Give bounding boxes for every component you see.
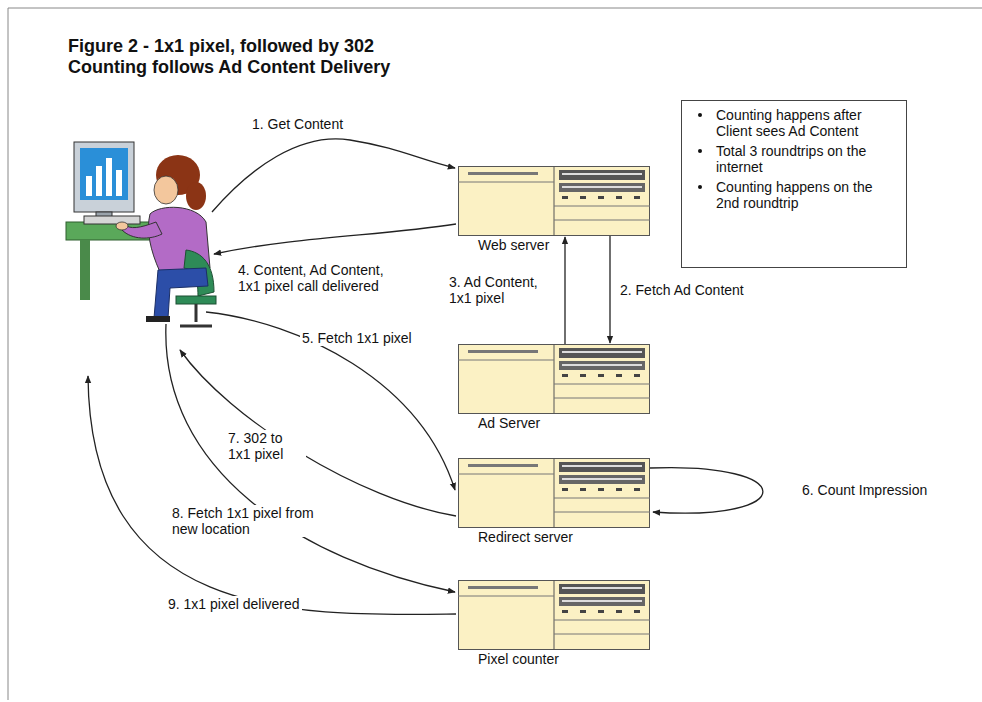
note-text: Counting happens after Client sees Ad Co… (692, 107, 896, 139)
connector (609, 236, 610, 343)
edge-label: 6. Count Impression (800, 482, 929, 498)
arrow-content-delivered (214, 224, 456, 254)
arrow-label: 1. Get Content (250, 116, 345, 132)
figure-title: Figure 2 - 1x1 pixel, followed by 302 Co… (68, 36, 413, 78)
client-arrows (88, 139, 456, 615)
server-node: Ad Server (458, 344, 650, 432)
user-figure (66, 142, 216, 326)
arrow-label: 8. Fetch 1x1 pixel from new location (170, 505, 324, 537)
bullet-dot (698, 113, 702, 117)
bullet-dot (698, 149, 702, 153)
server-label: Redirect server (478, 529, 573, 545)
server-node: Pixel counter (458, 580, 650, 668)
page-frame (8, 8, 982, 700)
edge-label: 2. Fetch Ad Content (618, 282, 746, 298)
connector (650, 468, 763, 514)
server-box (458, 580, 650, 650)
server-node: Redirect server (458, 458, 650, 546)
server-icon (458, 344, 650, 414)
note-text: Counting happens on the 2nd roundtrip (692, 179, 896, 211)
arrow-get-content (212, 139, 455, 212)
server-node: Web server (458, 166, 650, 254)
server-box (458, 458, 650, 528)
server-label: Web server (478, 237, 549, 253)
note-text: Total 3 roundtrips on the internet (692, 143, 896, 175)
server-icon (458, 580, 650, 650)
arrow-fetch-pixel (206, 312, 455, 490)
arrow-label: 4. Content, Ad Content, 1x1 pixel call d… (236, 262, 400, 294)
edge-label: 3. Ad Content, 1x1 pixel (447, 274, 561, 306)
arrow-label: 9. 1x1 pixel delivered (166, 596, 302, 612)
arrow-label: 5. Fetch 1x1 pixel (300, 330, 414, 346)
server-box (458, 344, 650, 414)
server-label: Ad Server (478, 415, 540, 431)
arrow-label: 7. 302 to 1x1 pixel (226, 430, 306, 462)
server-icon (458, 166, 650, 236)
server-icon (458, 458, 650, 528)
server-label: Pixel counter (478, 651, 559, 667)
connector (564, 237, 565, 344)
arrow-pixel-delivered (88, 376, 456, 615)
arrow-fetch-new (166, 324, 455, 592)
bullet-dot (698, 185, 702, 189)
server-box (458, 166, 650, 236)
arrow-302 (180, 350, 456, 516)
note-box: Counting happens after Client sees Ad Co… (681, 100, 907, 268)
